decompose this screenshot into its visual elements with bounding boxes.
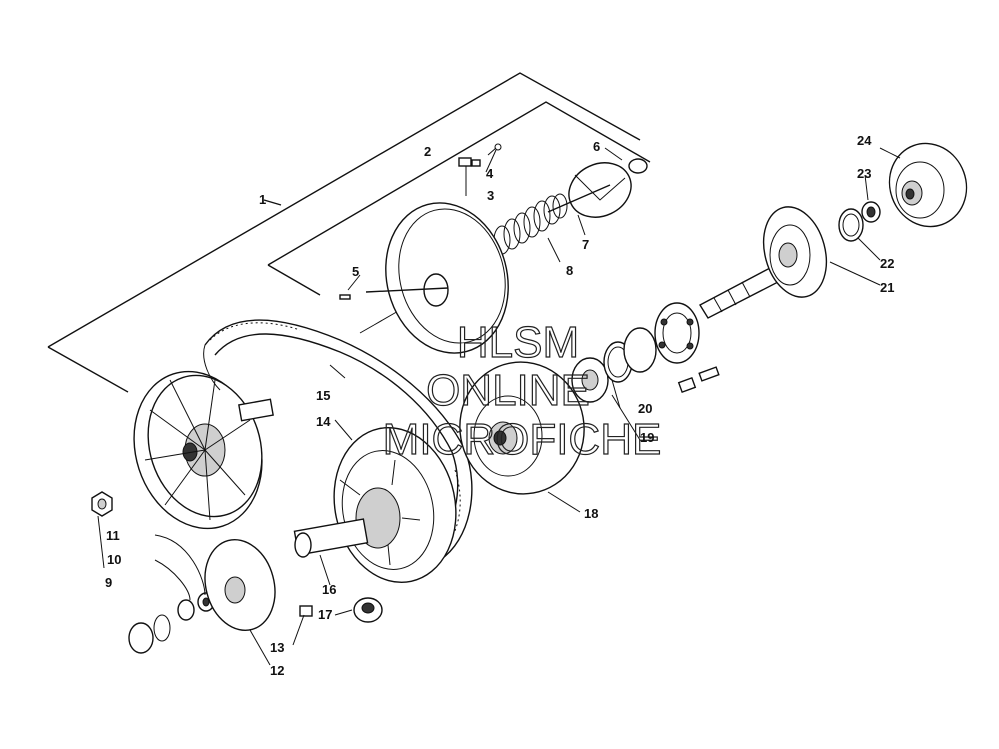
callout-4: 4	[486, 166, 494, 181]
output-shaft	[699, 206, 828, 319]
lower-left-hardware	[91, 491, 383, 654]
callout-11: 11	[106, 528, 120, 543]
callout-9: 9	[105, 575, 112, 590]
bearing-stack	[571, 302, 700, 403]
watermark-line3: MICROFICHE	[383, 415, 662, 464]
callout-16: 16	[322, 582, 336, 597]
bolt-and-washer	[677, 366, 720, 393]
watermark: HLSM ONLINE MICROFICHE	[382, 317, 662, 464]
driven-clutch	[293, 426, 457, 584]
callout-3: 3	[487, 188, 494, 203]
callout-24: 24	[857, 133, 872, 148]
callout-23: 23	[857, 166, 871, 181]
callout-2: 2	[424, 144, 431, 159]
callout-6: 6	[593, 139, 600, 154]
callout-22: 22	[880, 256, 894, 271]
callout-labels: 1 2 3 4 5 6 7 8 9 10 11 12 13 14 15 16 1…	[105, 133, 894, 678]
callout-10: 10	[107, 552, 121, 567]
moveable-sheave	[365, 202, 509, 354]
callout-18: 18	[584, 506, 598, 521]
callout-14: 14	[316, 414, 331, 429]
ring-and-nut	[838, 201, 881, 242]
callout-8: 8	[566, 263, 573, 278]
callout-13: 13	[270, 640, 284, 655]
callout-17: 17	[318, 607, 332, 622]
callout-1: 1	[259, 192, 266, 207]
callout-5: 5	[352, 264, 359, 279]
callout-7: 7	[582, 237, 589, 252]
callout-15: 15	[316, 388, 330, 403]
watermark-line1: HLSM	[457, 318, 579, 367]
callout-20: 20	[638, 401, 652, 416]
watermark-line2: ONLINE	[426, 366, 590, 415]
callout-19: 19	[640, 430, 654, 445]
callout-12: 12	[270, 663, 284, 678]
drive-clutch-sheave	[133, 370, 274, 530]
assembly-brackets	[47, 72, 651, 393]
small-hardware-top	[339, 143, 648, 300]
clutch-spider-cover	[547, 162, 632, 218]
callout-21: 21	[880, 280, 894, 295]
clutch-spring	[493, 193, 568, 255]
one-way-clutch-drum	[888, 142, 968, 228]
leader-lines	[97, 147, 901, 666]
driven-gear	[459, 361, 585, 495]
